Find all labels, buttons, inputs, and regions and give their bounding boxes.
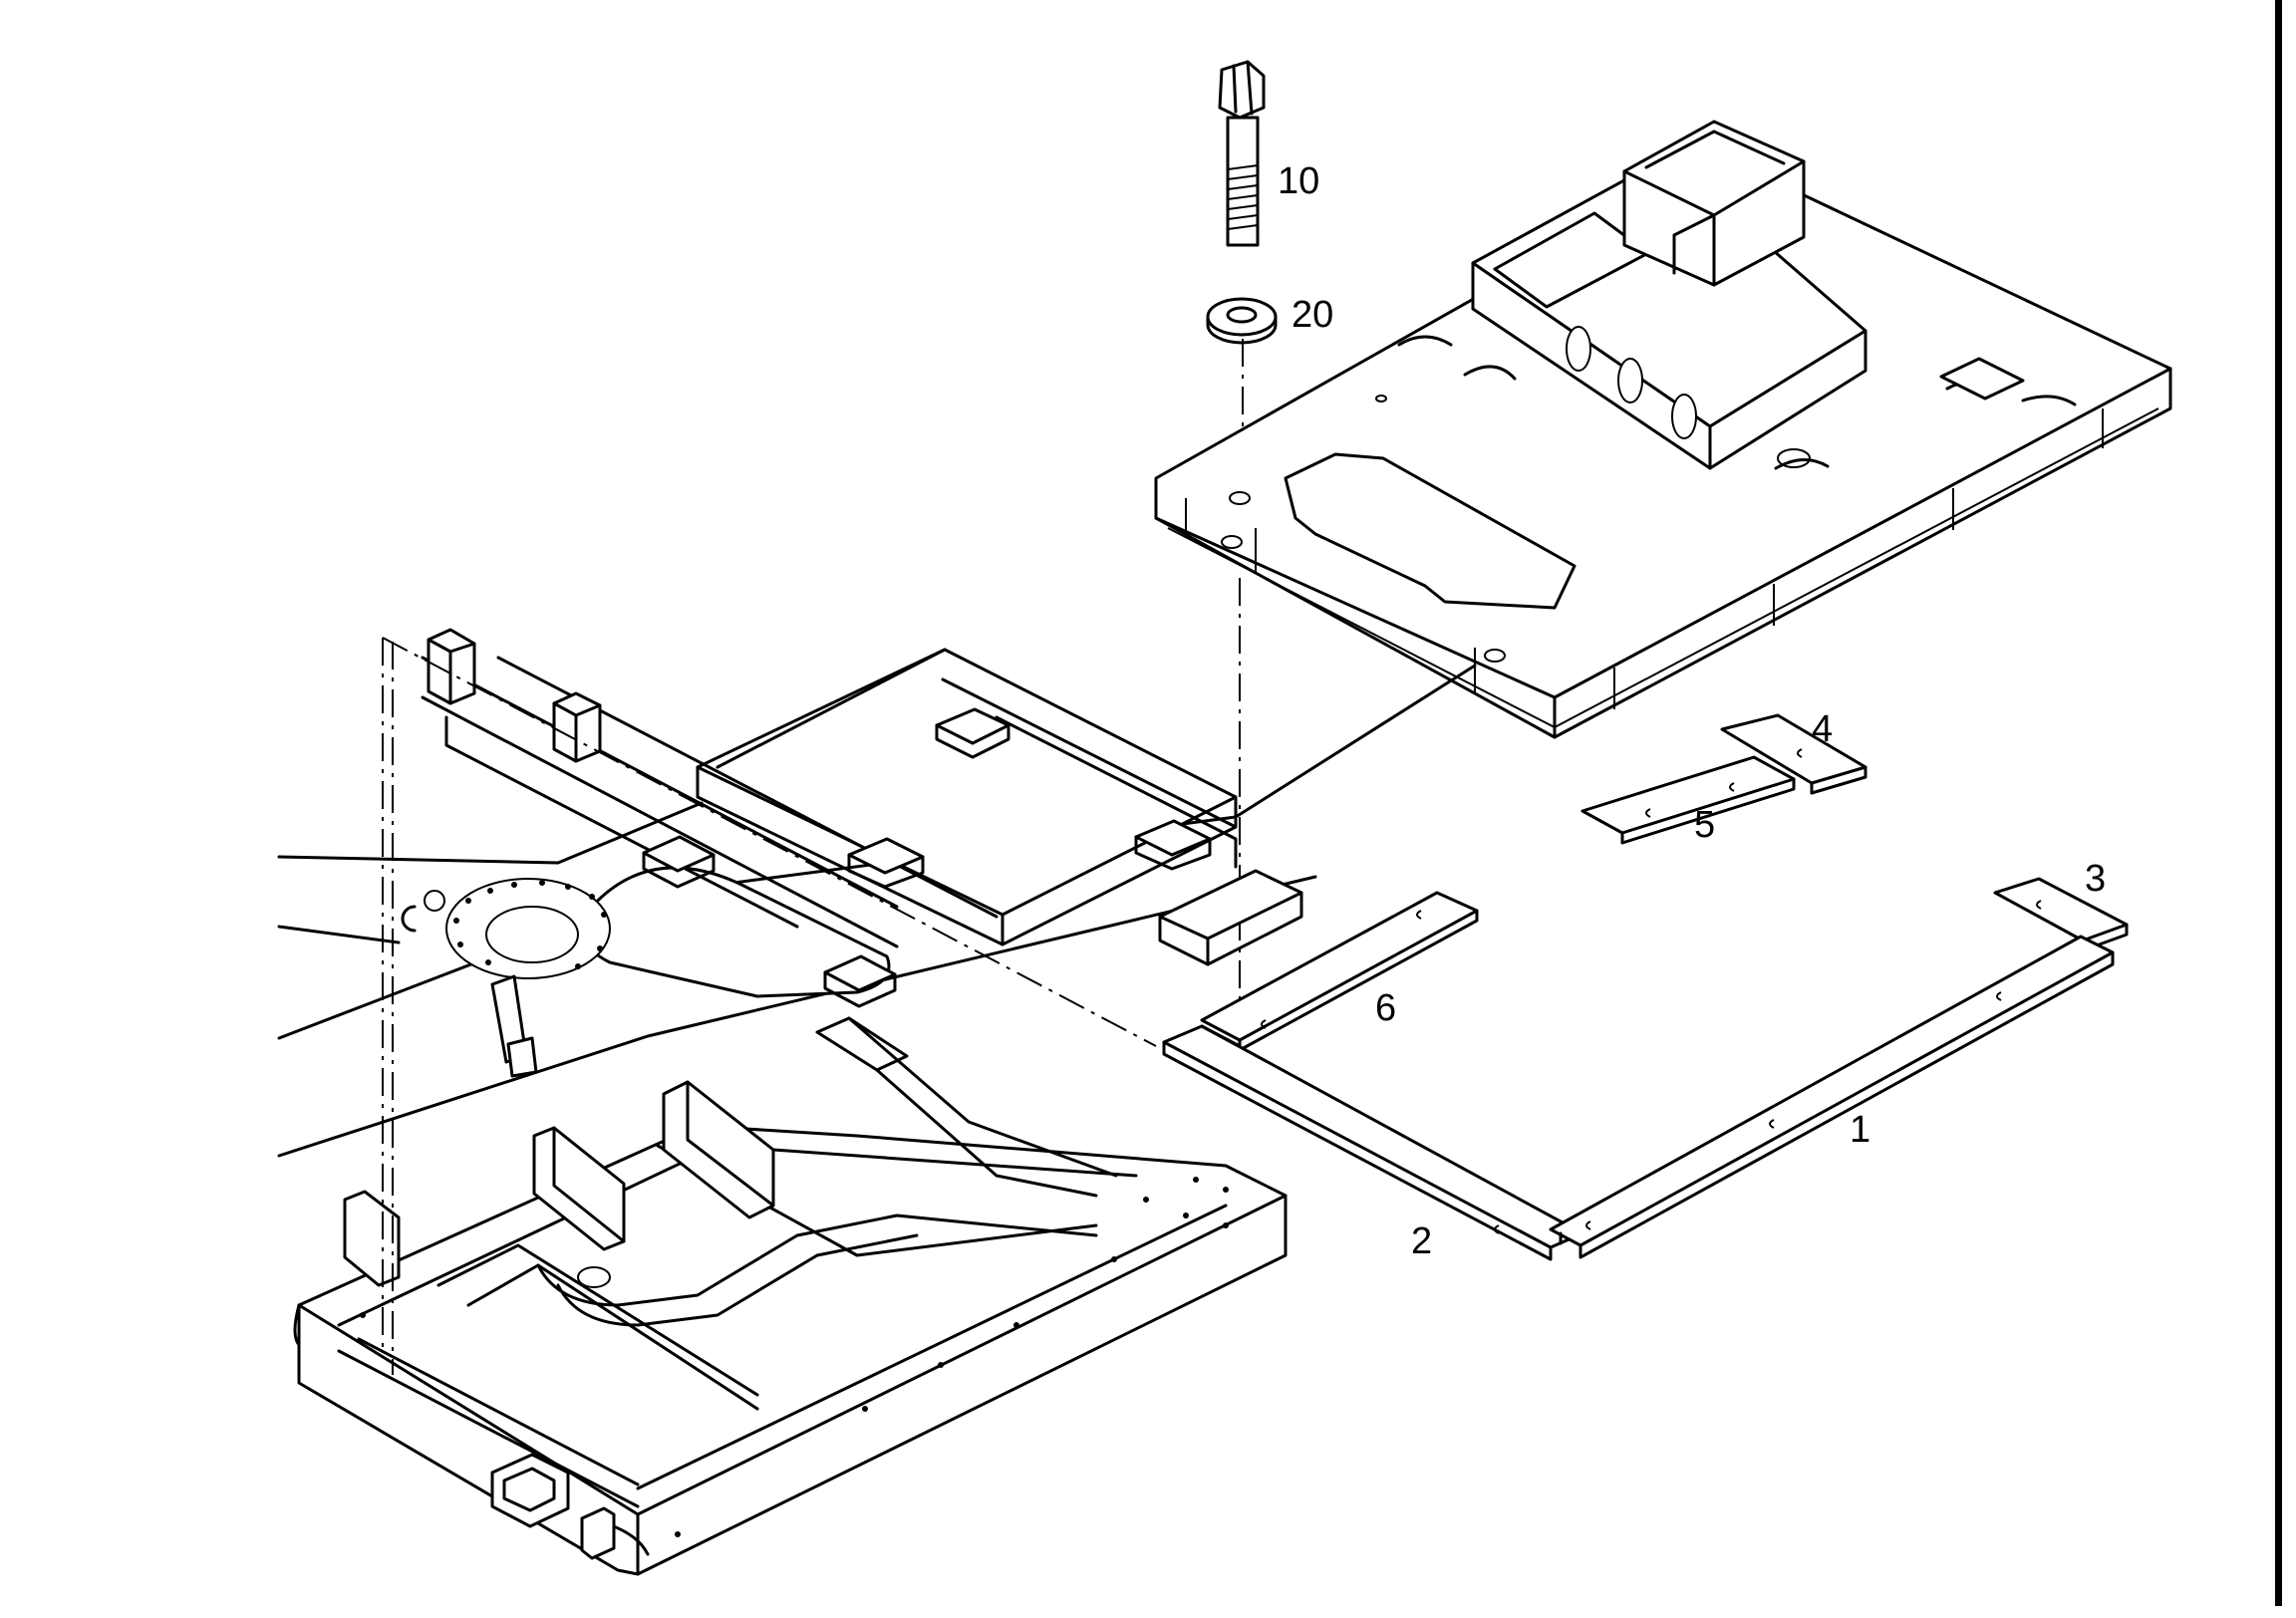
callout-6: 6 [1375, 987, 1396, 1029]
callout-2: 2 [1411, 1220, 1432, 1262]
callout-1: 1 [1850, 1109, 1870, 1151]
callout-3: 3 [2085, 858, 2106, 900]
mounting-plate [1154, 120, 2172, 739]
callout-4: 4 [1812, 708, 1833, 750]
page-border-rule [2275, 0, 2282, 1606]
callout-10: 10 [1278, 160, 1319, 202]
lower-frame [293, 1016, 1288, 1576]
shim-part-5 [1580, 755, 1796, 845]
frame-center-line-diag [382, 637, 1157, 1047]
shim-part-4 [1720, 713, 1867, 795]
shim-part-2 [1162, 1024, 1584, 1261]
upper-frame [277, 628, 1477, 1158]
bolt-part-10 [1218, 60, 1266, 247]
callout-20: 20 [1292, 294, 1333, 336]
washer-part-20 [1206, 297, 1278, 345]
callout-5: 5 [1694, 804, 1715, 846]
shim-part-3 [1993, 877, 2129, 952]
shim-part-1 [1549, 935, 2115, 1259]
